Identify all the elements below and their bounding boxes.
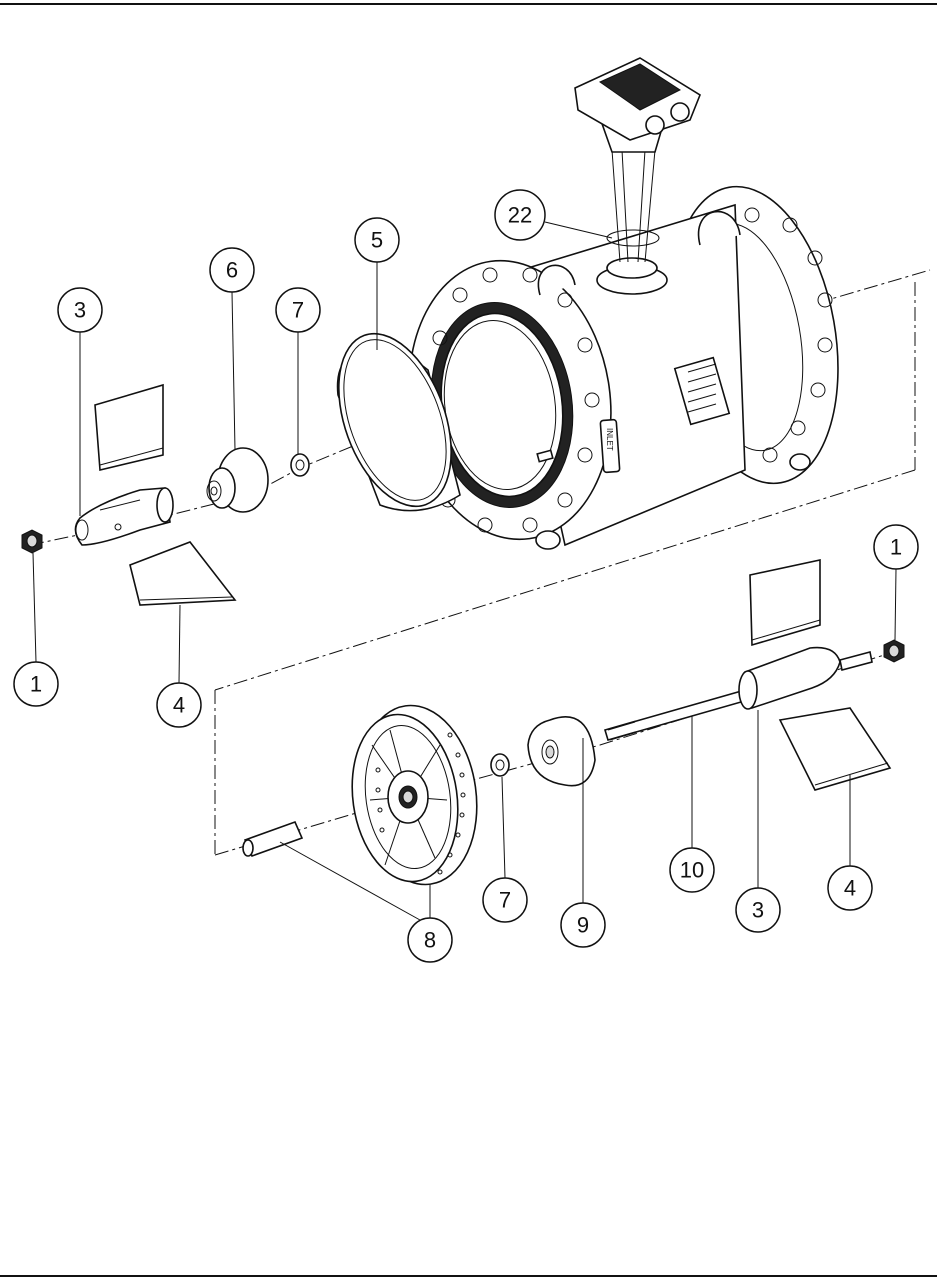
- callout-1-lower: 1: [874, 525, 918, 569]
- callout-3-lower: 3: [736, 888, 780, 932]
- callout-3-upper-label: 3: [74, 298, 86, 323]
- callout-22-label: 22: [508, 203, 532, 228]
- cone-6: [207, 448, 268, 512]
- callout-8: 8: [408, 918, 452, 962]
- callout-9: 9: [561, 903, 605, 947]
- nut-1-upper: [22, 530, 42, 553]
- callout-4-upper-label: 4: [173, 693, 185, 718]
- inlet-tag: INLET: [600, 420, 620, 473]
- callout-6: 6: [210, 248, 254, 292]
- shaft-10: [605, 690, 748, 740]
- foot-front: [536, 531, 560, 549]
- cone-9: [528, 717, 595, 786]
- cone-3-upper: [75, 488, 173, 545]
- plate-4-lower-front: [780, 708, 890, 790]
- plate-4-upper-rear: [95, 385, 163, 470]
- callout-4-lower-label: 4: [844, 876, 856, 901]
- callout-7-upper: 7: [276, 288, 320, 332]
- callout-7-upper-label: 7: [292, 298, 304, 323]
- rotor-8: [342, 698, 488, 892]
- callout-5: 5: [355, 218, 399, 262]
- washer-7-upper: [291, 454, 309, 476]
- callout-4-lower: 4: [828, 866, 872, 910]
- inlet-tag-label: INLET: [605, 428, 614, 451]
- callout-8-label: 8: [424, 928, 436, 953]
- callout-9-label: 9: [577, 913, 589, 938]
- callout-5-label: 5: [371, 228, 383, 253]
- callout-7-lower: 7: [483, 878, 527, 922]
- cone-3-lower: [739, 648, 872, 709]
- callout-1-lower-label: 1: [890, 535, 902, 560]
- callout-10: 10: [670, 848, 714, 892]
- callout-3-lower-label: 3: [752, 898, 764, 923]
- callout-7-lower-label: 7: [499, 888, 511, 913]
- callout-6-label: 6: [226, 258, 238, 283]
- foot-rear: [790, 454, 810, 470]
- plate-4-lower-rear: [750, 560, 820, 645]
- callout-10-label: 10: [680, 858, 704, 883]
- callout-1-upper: 1: [14, 662, 58, 706]
- plate-4-upper-front: [130, 542, 235, 605]
- callout-1-upper-label: 1: [30, 672, 42, 697]
- washer-7-lower: [491, 754, 509, 776]
- pin-8: [243, 822, 302, 856]
- nut-1-lower: [884, 640, 904, 662]
- callout-4-upper: 4: [157, 683, 201, 727]
- callout-3-upper: 3: [58, 288, 102, 332]
- callout-22: 22: [495, 190, 545, 240]
